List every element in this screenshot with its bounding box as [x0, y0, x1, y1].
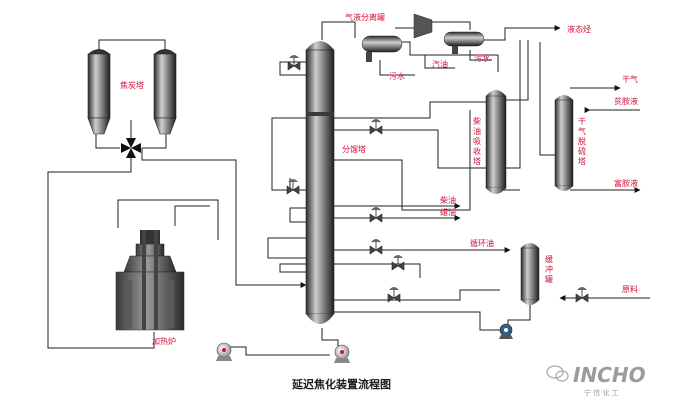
- fractionator-label: 分馏塔: [342, 144, 366, 154]
- coke-drum-right: [153, 49, 177, 135]
- diesel-absorber-label: 柴 油 吸 收 塔: [473, 116, 481, 166]
- four-way-switch-valve: [121, 138, 141, 158]
- gas-liquid-separator: [361, 35, 403, 62]
- valve-recycle-oil: [369, 239, 383, 255]
- wechat-logo-icon: [546, 365, 569, 382]
- diesel-absorber-char-4: 塔: [473, 156, 481, 166]
- desulfurizer-char-4: 塔: [578, 156, 586, 166]
- watermark: INCHO 宁 信 化 工: [546, 363, 646, 397]
- desulfurizer-char-0: 干: [578, 117, 586, 126]
- stream-wax-oil: 蜡油: [440, 207, 456, 217]
- diagram-caption: 延迟焦化装置流程图: [291, 377, 391, 391]
- desulfurizer-char-2: 脱: [578, 136, 586, 146]
- buffer-tank-char-1: 冲: [545, 264, 553, 274]
- diesel-absorber-char-1: 油: [473, 126, 481, 136]
- stream-sour-water-1: 污水: [389, 71, 405, 81]
- pump-fractionator-bottom: [334, 344, 350, 363]
- buffer-tank: [520, 243, 540, 305]
- buffer-tank-char-2: 罐: [545, 274, 553, 284]
- dry-gas-desulfurizer-column: [554, 95, 574, 191]
- stream-gasoline: 汽油: [432, 59, 448, 69]
- compressor: [413, 13, 433, 39]
- separator-label: 气液分离罐: [345, 12, 385, 22]
- watermark-logo: INCHO: [573, 363, 646, 387]
- coke-drum-label: 焦炭塔: [120, 80, 144, 90]
- buffer-tank-char-0: 缓: [545, 254, 553, 264]
- valve-wax-oil: [369, 207, 383, 223]
- diesel-absorber-char-2: 吸: [473, 137, 481, 146]
- furnace-label: 加热炉: [152, 336, 176, 346]
- valve-pumparound-upper: [369, 119, 383, 135]
- pump-furnace-feed: [216, 342, 232, 361]
- valve-left-middle: [286, 179, 300, 195]
- stream-feed: 原料: [622, 284, 638, 294]
- stream-liquefied-gas: 液态烃: [567, 24, 591, 34]
- piping: [47, 18, 650, 356]
- stream-diesel: 柴油: [440, 195, 456, 205]
- pump-buffer-tank: [499, 323, 513, 339]
- heating-furnace: [115, 230, 185, 331]
- stream-dry-gas: 干气: [622, 74, 638, 84]
- watermark-subtext: 宁 信 化 工: [584, 388, 619, 397]
- valve-bottom-return: [387, 287, 401, 303]
- fractionator-column: [305, 41, 335, 324]
- control-valves: [286, 55, 589, 303]
- stream-rich-amine: 富胺液: [614, 178, 638, 188]
- desulfurizer-char-1: 气: [578, 126, 586, 136]
- dry-gas-desulfurizer-label: 干 气 脱 硫 塔: [578, 117, 586, 166]
- coke-drum-left: [87, 49, 111, 135]
- buffer-tank-label: 缓 冲 罐: [545, 254, 553, 284]
- diesel-absorber-char-0: 柴: [473, 116, 481, 126]
- overhead-drum-right: [443, 31, 485, 54]
- valve-recycle-return: [391, 255, 405, 271]
- diesel-absorber-char-3: 收: [473, 146, 481, 156]
- stream-lean-amine: 贫胺液: [614, 96, 638, 106]
- desulfurizer-char-3: 硫: [578, 146, 586, 156]
- stream-recycle-oil: 循环油: [470, 238, 494, 248]
- fractionator-label-text: 分馏塔: [342, 144, 366, 154]
- valve-feed: [575, 287, 589, 303]
- stream-sour-water-2: 污水: [474, 53, 490, 63]
- diesel-absorber-column: [485, 90, 507, 194]
- valve-reflux-top: [287, 55, 301, 71]
